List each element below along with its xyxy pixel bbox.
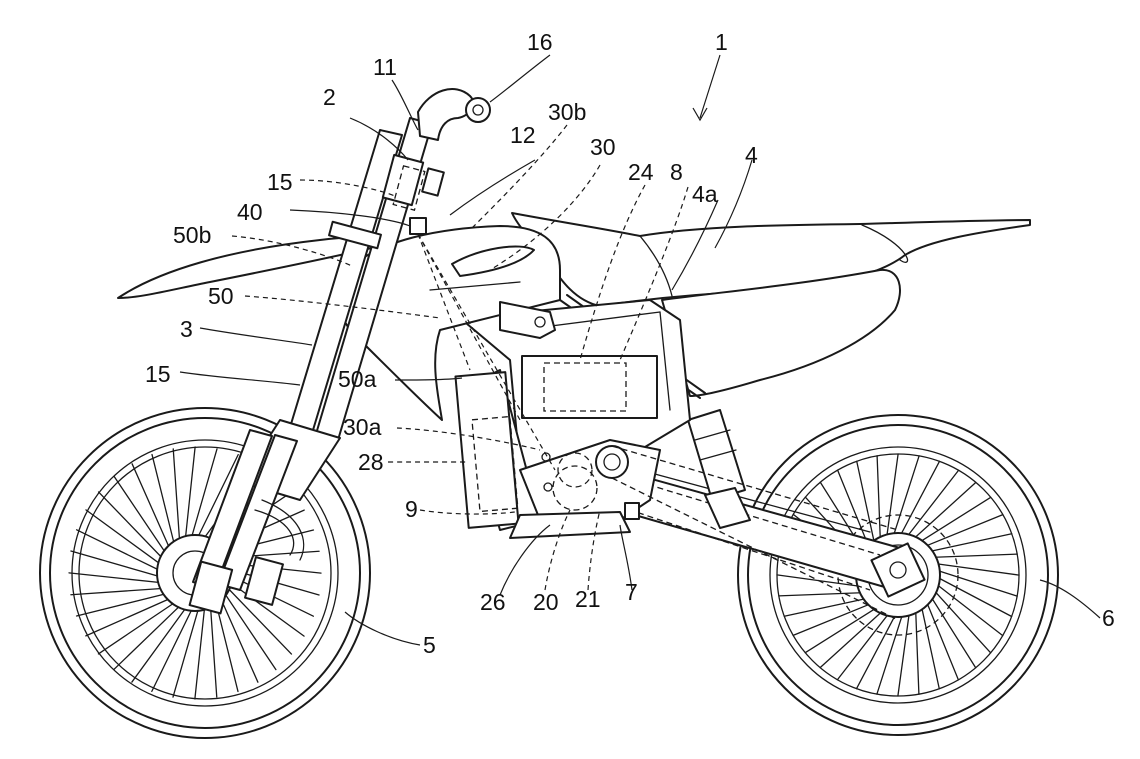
- label-2: 2: [323, 84, 336, 110]
- label-30b: 30b: [548, 99, 586, 125]
- label-6: 6: [1102, 605, 1115, 631]
- spoke: [173, 449, 180, 547]
- label-50a: 50a: [338, 366, 377, 392]
- spoke: [928, 554, 1017, 557]
- label-50: 50: [208, 283, 234, 309]
- spoke: [925, 534, 1012, 553]
- spoke: [71, 588, 169, 595]
- label-15-lower: 15: [145, 361, 171, 387]
- spoke: [210, 599, 217, 697]
- sensor-box: [410, 218, 426, 234]
- spoke: [857, 461, 876, 548]
- spoke: [916, 497, 991, 544]
- label-30a: 30a: [343, 414, 382, 440]
- spoke: [877, 456, 880, 545]
- spoke: [920, 602, 939, 689]
- label-50b: 50b: [173, 222, 211, 248]
- label-16: 16: [527, 29, 553, 55]
- label-8: 8: [670, 159, 683, 185]
- label-3: 3: [180, 316, 193, 342]
- battery-box: [522, 356, 657, 418]
- label-40: 40: [237, 199, 263, 225]
- label-7: 7: [625, 579, 638, 605]
- label-4: 4: [745, 142, 758, 168]
- spoke: [152, 603, 195, 691]
- label-28: 28: [358, 449, 384, 475]
- label-4a: 4a: [692, 181, 718, 207]
- label-26: 26: [480, 589, 506, 615]
- label-5: 5: [423, 632, 436, 658]
- spoke: [920, 515, 1002, 549]
- handlebar: [418, 89, 490, 196]
- spoke: [779, 593, 868, 596]
- label-12: 12: [510, 122, 536, 148]
- label-24: 24: [628, 159, 654, 185]
- label-30: 30: [590, 134, 616, 160]
- spoke: [805, 605, 880, 652]
- label-1: 1: [715, 29, 728, 55]
- label-20: 20: [533, 589, 559, 615]
- spoke: [77, 530, 165, 573]
- label-9: 9: [405, 496, 418, 522]
- label-21: 21: [575, 586, 601, 612]
- spoke: [916, 605, 919, 694]
- label-15-upper: 15: [267, 169, 293, 195]
- spoke: [925, 597, 959, 679]
- spoke: [793, 602, 875, 636]
- spoke: [928, 593, 975, 668]
- label-11: 11: [373, 54, 397, 80]
